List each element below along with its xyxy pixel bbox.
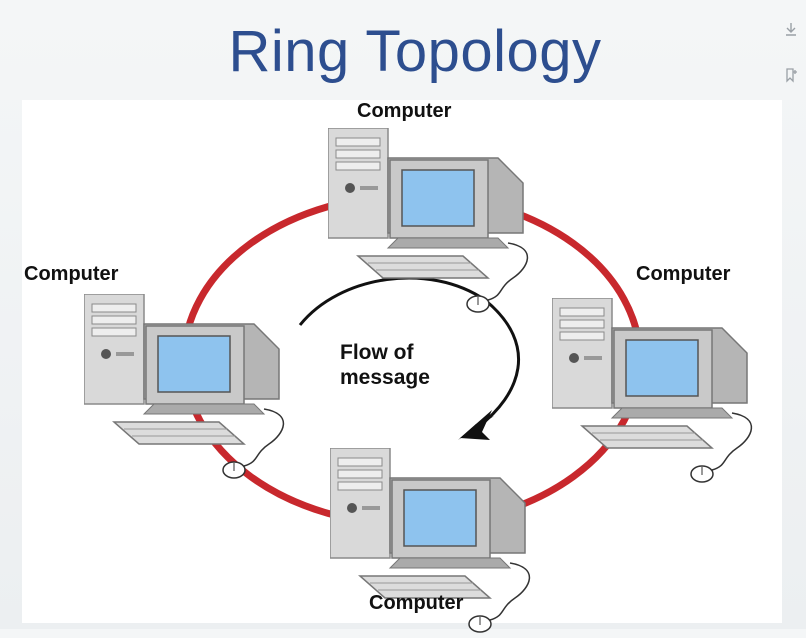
download-button[interactable] [778, 16, 804, 42]
computer-right-label: Computer [636, 263, 731, 285]
flow-label-line1: Flow of [340, 341, 414, 364]
computer-left-label: Computer [24, 263, 119, 285]
slide-title: Ring Topology [228, 19, 602, 84]
computer-top-icon [328, 128, 529, 313]
computer-bottom-label: Computer [369, 592, 464, 614]
download-icon [786, 23, 796, 36]
computer-left-icon [84, 294, 285, 479]
computer-right-icon [552, 298, 753, 483]
bookmark-icon [786, 68, 797, 83]
flow-label: Flow of message [340, 340, 430, 390]
computer-top-label: Computer [357, 100, 452, 122]
flow-label-line2: message [340, 366, 430, 389]
side-toolbar [776, 0, 806, 100]
bookmark-button[interactable] [778, 62, 804, 88]
